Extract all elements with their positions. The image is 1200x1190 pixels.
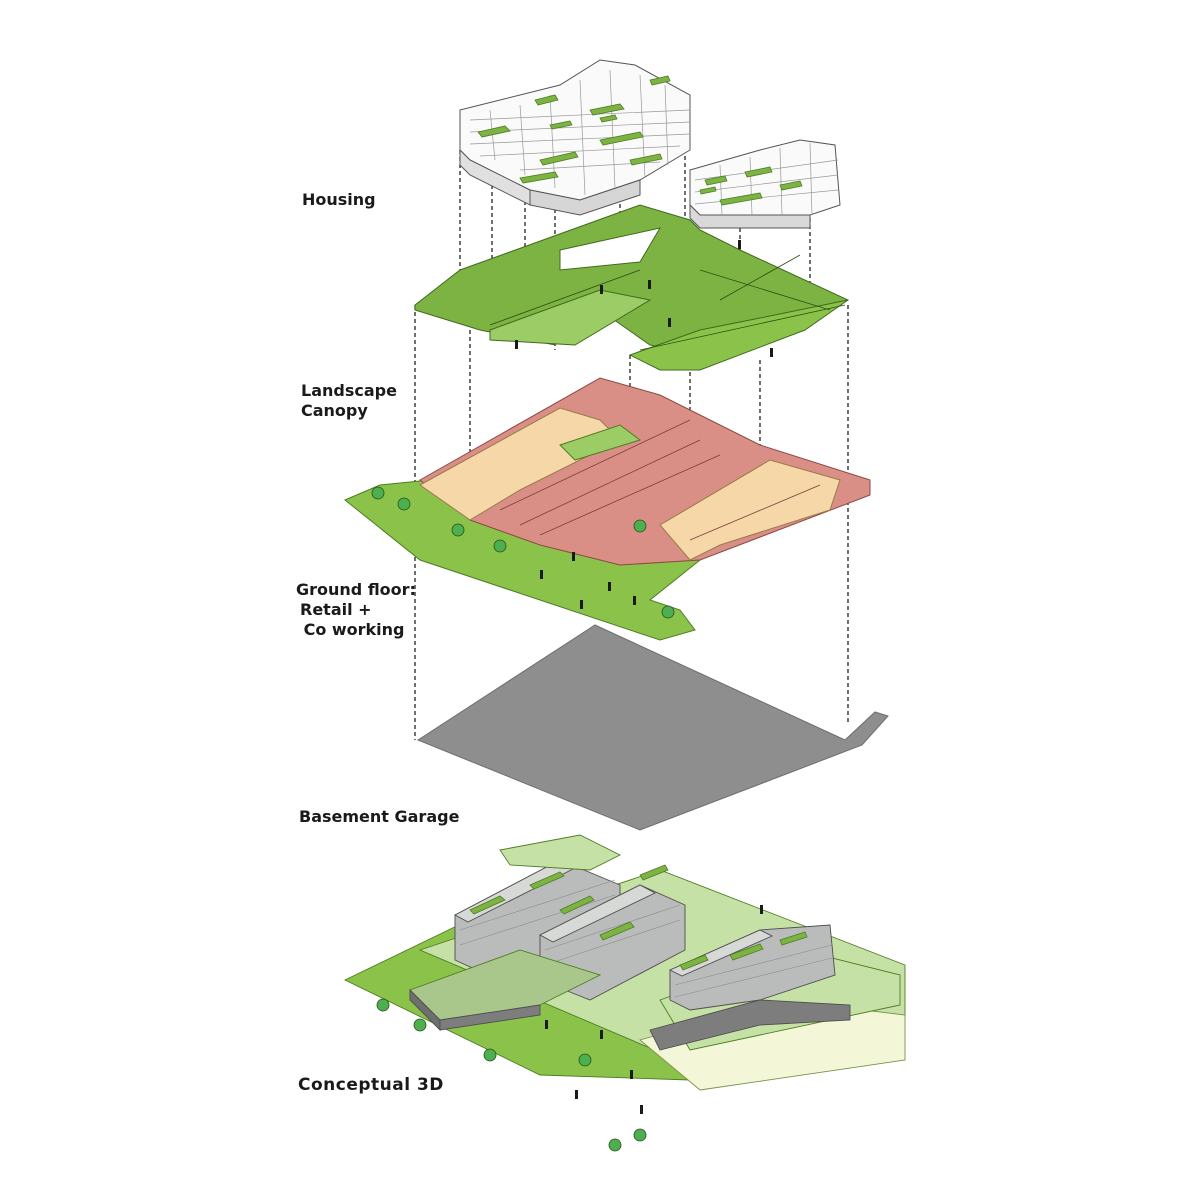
label-co-working: Co working bbox=[298, 620, 405, 639]
label-canopy: Canopy bbox=[301, 401, 368, 420]
label-retail: Retail + bbox=[300, 600, 372, 619]
label-housing: Housing bbox=[302, 190, 376, 209]
label-conceptual-3d: Conceptual 3D bbox=[298, 1075, 444, 1095]
label-basement-garage: Basement Garage bbox=[299, 807, 460, 826]
housing-layer bbox=[459, 59, 841, 229]
basement-garage-layer bbox=[416, 624, 889, 831]
ground-floor-layer bbox=[344, 377, 871, 641]
conceptual-3d-layer bbox=[343, 834, 906, 1152]
label-landscape: Landscape bbox=[301, 381, 397, 400]
label-ground-floor: Ground floor: bbox=[296, 580, 416, 599]
landscape-canopy-layer bbox=[414, 204, 850, 371]
